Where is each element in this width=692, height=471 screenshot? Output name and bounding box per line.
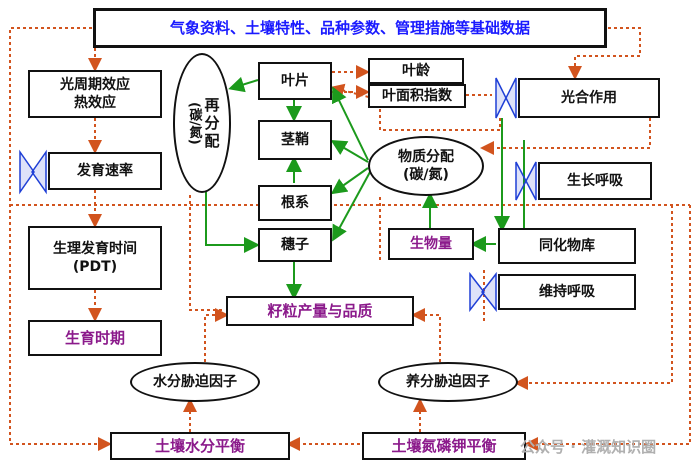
ear-box: 穗子 <box>258 228 332 262</box>
flow-photosynthesis-to-partition <box>480 118 651 155</box>
growth-period-box: 生育时期 <box>28 320 162 356</box>
soil-npk-box: 土壤氮磷钾平衡 <box>362 432 526 460</box>
flow-partition-to-stem <box>330 139 369 163</box>
grain-box: 籽粒产量与品质 <box>226 296 414 326</box>
soil-water-box: 土壤水分平衡 <box>110 432 290 460</box>
stem-box: 茎鞘 <box>258 120 332 160</box>
photosynthesis-box: 光合作用 <box>518 78 660 118</box>
partition-ellipse: 物质分配 (碳/氮) <box>368 136 484 196</box>
assimilate-box: 同化物库 <box>498 228 636 264</box>
base-data-box: 气象资料、土壤特性、品种参数、管理措施等基础数据 <box>93 8 607 48</box>
flow-photosynthesis-to-leaf <box>330 83 501 131</box>
dev-rate-box: 发育速率 <box>48 152 162 190</box>
flow-right-to-npk <box>524 205 691 451</box>
flow-partition-to-ear <box>332 171 371 242</box>
biomass-box: 生物量 <box>388 228 474 260</box>
nutrient-stress-ellipse: 养分胁迫因子 <box>378 362 518 402</box>
lai-box: 叶面积指数 <box>368 84 466 108</box>
valve-icon-photosynthesis <box>495 77 517 119</box>
leaf-age-box: 叶龄 <box>368 58 464 84</box>
valve-icon-maint-resp <box>469 271 497 313</box>
pdt-box: 生理发育时间 (PDT) <box>28 226 162 290</box>
flow-base-to-photosynthesis <box>568 27 641 80</box>
flow-leaf-to-redistribution <box>228 76 259 93</box>
flow-redistribution-to-ear-green <box>205 192 260 253</box>
valve-icon-dev-rate <box>19 149 47 195</box>
flow-partition-to-root <box>330 167 369 195</box>
redistribution-ellipse: 再 分 配 (碳/氮) <box>173 53 231 193</box>
water-stress-ellipse: 水分胁迫因子 <box>130 362 260 402</box>
watermark: 公众号 · 灌溉知识圈 <box>520 438 657 456</box>
maint-resp-box: 维持呼吸 <box>498 274 636 310</box>
root-box: 根系 <box>258 185 332 221</box>
flow-water-to-grain <box>204 308 229 362</box>
leaf-box: 叶片 <box>258 62 332 100</box>
flow-loop-outer <box>9 27 112 451</box>
photoperiod-box: 光周期效应 热效应 <box>28 70 162 118</box>
valve-icon-growth-resp <box>515 161 537 201</box>
flow-nutrient-to-grain <box>411 308 441 362</box>
redistribution-label: 再 分 配 <box>204 96 220 150</box>
flow-redistribution-to-ear <box>189 195 225 311</box>
flow-partition-to-leaf <box>332 86 369 161</box>
growth-resp-box: 生长呼吸 <box>538 162 652 200</box>
redistribution-sublabel: (碳/氮) <box>186 101 202 145</box>
